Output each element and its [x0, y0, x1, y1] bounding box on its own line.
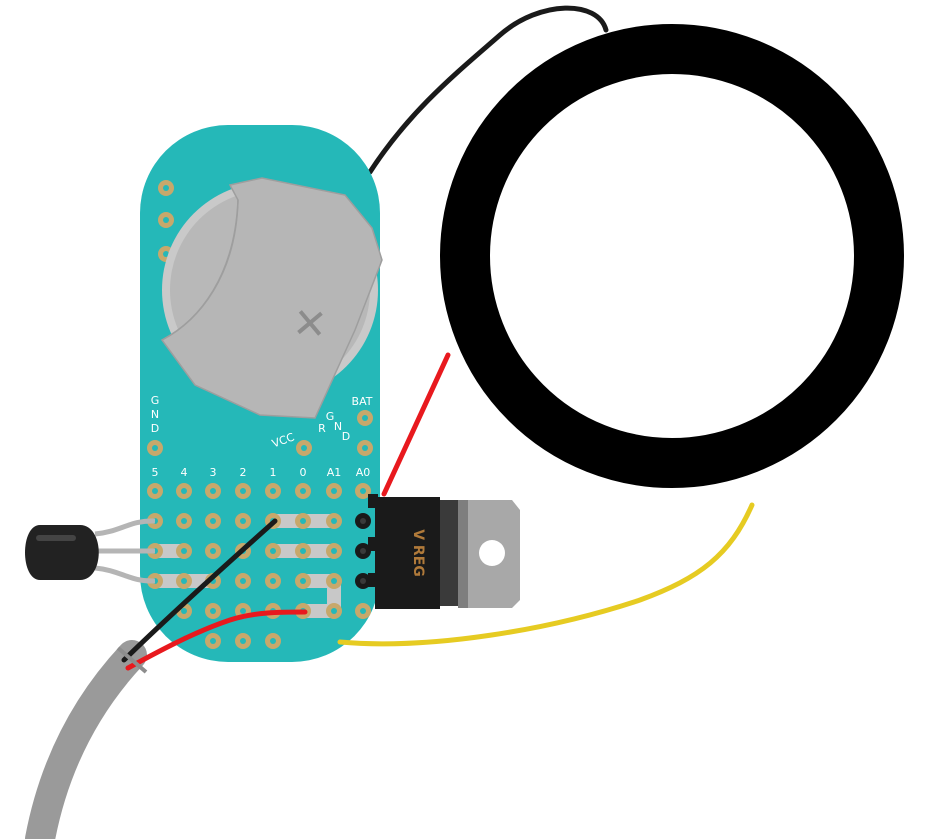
proto-pad-hole [181, 608, 187, 614]
coin-cell-battery: + [160, 177, 383, 419]
regulator-label: V REG [410, 529, 426, 577]
svg-text:D: D [342, 430, 350, 443]
proto-pad-hole [331, 608, 337, 614]
proto-pad-hole [152, 488, 158, 494]
proto-pad-hole [240, 608, 246, 614]
power-pads [147, 410, 373, 456]
svg-text:1: 1 [270, 466, 277, 479]
proto-pad-hole [210, 518, 216, 524]
proto-pad-hole [331, 518, 337, 524]
proto-pad-hole [181, 488, 187, 494]
proto-pad-grid [147, 483, 371, 649]
proto-pad-hole [300, 548, 306, 554]
proto-pad-hole [360, 608, 366, 614]
proto-pad-hole [270, 488, 276, 494]
pin-labels: 5 4 3 2 1 0 A1 A0 [152, 466, 371, 479]
svg-text:5: 5 [152, 466, 159, 479]
black-wire-cable [121, 518, 278, 663]
svg-text:D: D [151, 422, 159, 435]
svg-text:A1: A1 [327, 466, 342, 479]
voltage-regulator: V REG [368, 494, 520, 609]
proto-pad-hole [331, 488, 337, 494]
proto-pad-hole [360, 518, 366, 524]
proto-pad-hole [331, 578, 337, 584]
gnd-label: G N D [151, 394, 160, 435]
svg-text:A0: A0 [356, 466, 371, 479]
proto-pad-hole [240, 518, 246, 524]
proto-pad-hole [300, 578, 306, 584]
proto-pad-hole [210, 488, 216, 494]
proto-pad-hole [210, 638, 216, 644]
proto-pad-hole [270, 548, 276, 554]
proto-pad-hole [210, 608, 216, 614]
svg-text:R: R [318, 422, 326, 435]
red-wire-right [381, 352, 451, 497]
proto-pad-hole [240, 638, 246, 644]
svg-text:G: G [151, 394, 160, 407]
svg-text:4: 4 [181, 466, 188, 479]
coil-ring [440, 24, 904, 488]
svg-text:3: 3 [210, 466, 217, 479]
red-wire-cable [125, 609, 308, 671]
grey-cable [25, 640, 147, 839]
svg-text:N: N [151, 408, 159, 421]
proto-pad-hole [181, 578, 187, 584]
proto-pad-hole [181, 548, 187, 554]
proto-pad-hole [181, 518, 187, 524]
cable-end [116, 646, 148, 674]
transistor [25, 518, 156, 584]
rgnd-label: R G N D [318, 410, 350, 443]
proto-pad-hole [360, 488, 366, 494]
black-wire-top [367, 5, 609, 175]
proto-pad-hole [331, 548, 337, 554]
proto-pad-hole [270, 638, 276, 644]
svg-text:N: N [334, 420, 342, 433]
proto-pad-hole [240, 578, 246, 584]
proto-pad-hole [300, 518, 306, 524]
bat-label: BAT [352, 395, 373, 408]
proto-pad-hole [360, 578, 366, 584]
svg-text:0: 0 [300, 466, 307, 479]
proto-pad-hole [240, 488, 246, 494]
svg-text:G: G [326, 410, 335, 423]
svg-text:2: 2 [240, 466, 247, 479]
yellow-wire [337, 502, 755, 647]
proto-pad-hole [210, 548, 216, 554]
proto-pad-hole [300, 488, 306, 494]
proto-pad-hole [270, 578, 276, 584]
proto-pad-hole [360, 548, 366, 554]
